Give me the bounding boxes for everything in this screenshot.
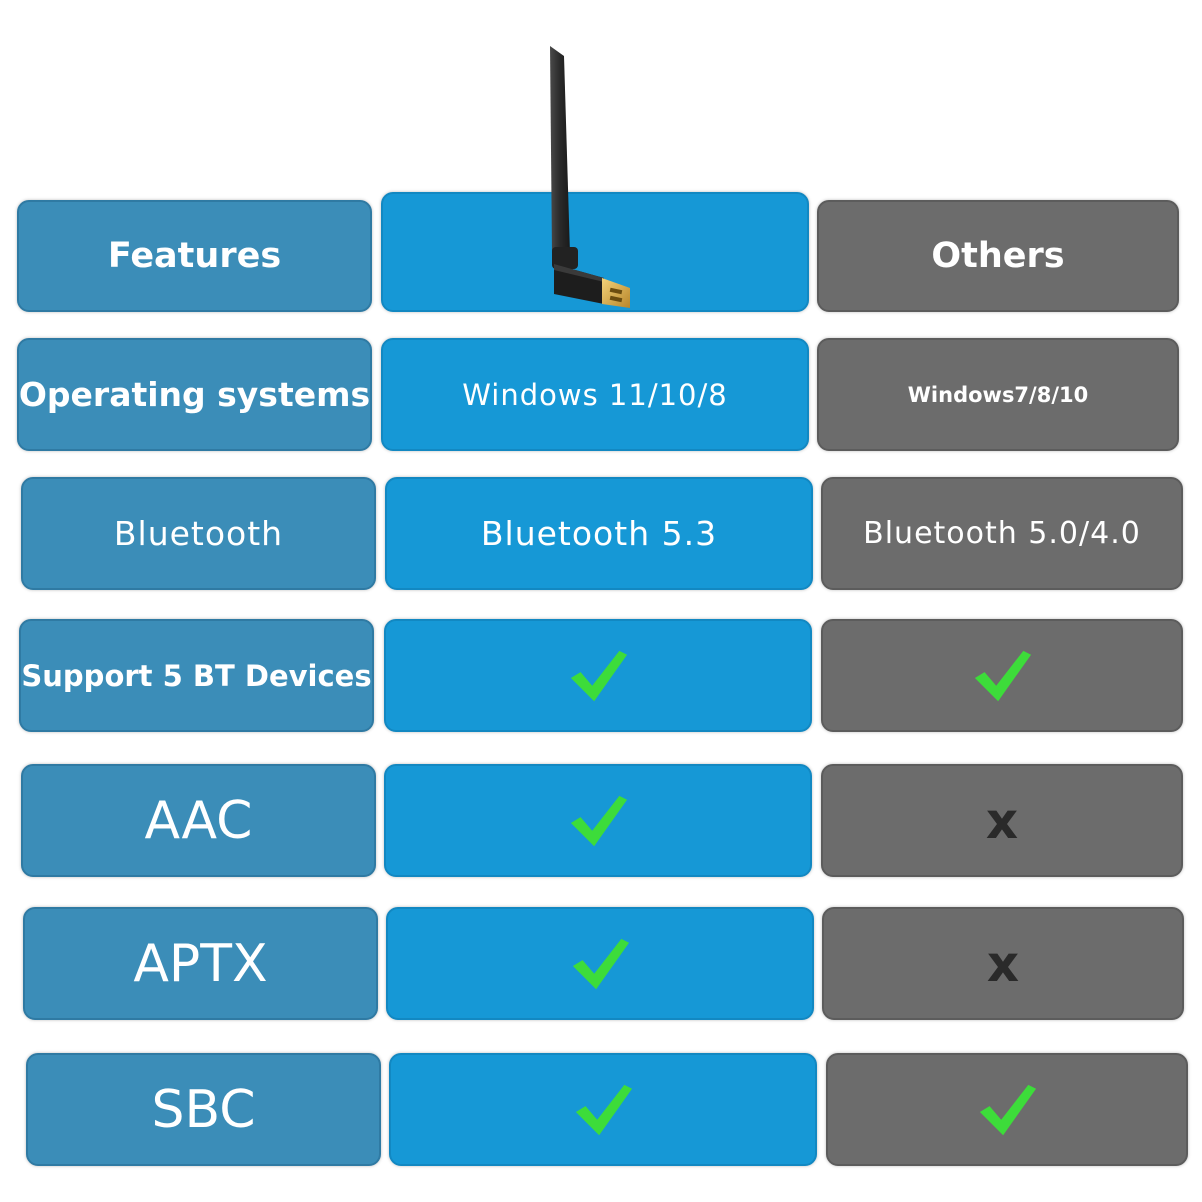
- row-aptx-others: x: [822, 907, 1184, 1020]
- row-aac-ours: [384, 764, 812, 877]
- usb-bluetooth-adapter-image: [550, 46, 630, 308]
- value-label: Bluetooth 5.3: [480, 514, 718, 553]
- check-icon: [974, 650, 1032, 701]
- x-icon: x: [985, 791, 1019, 850]
- value-label: Windows7/8/10: [907, 382, 1089, 407]
- row-sbc-others: [826, 1053, 1188, 1166]
- check-icon: [572, 938, 630, 989]
- feature-label: AAC: [144, 790, 253, 851]
- check-icon: [570, 650, 628, 701]
- value-label: Windows 11/10/8: [462, 377, 728, 412]
- value-label: Bluetooth 5.0/4.0: [863, 516, 1141, 551]
- features-header: Features: [17, 200, 372, 312]
- row-aptx-ours: [386, 907, 814, 1020]
- row-operating-systems-feature: Operating systems: [17, 338, 372, 451]
- feature-label: APTX: [133, 933, 268, 994]
- row-bluetooth-others: Bluetooth 5.0/4.0: [821, 477, 1183, 590]
- row-support-devices-others: [821, 619, 1183, 732]
- features-header-label: Features: [107, 236, 282, 276]
- check-icon: [575, 1084, 633, 1135]
- row-aac-feature: AAC: [21, 764, 376, 877]
- row-bluetooth-feature: Bluetooth: [21, 477, 376, 590]
- row-sbc-feature: SBC: [26, 1053, 381, 1166]
- feature-label: Support 5 BT Devices: [21, 658, 372, 693]
- row-support-devices-ours: [384, 619, 812, 732]
- row-operating-systems-others: Windows7/8/10: [817, 338, 1179, 451]
- feature-label: Bluetooth: [113, 514, 284, 553]
- row-aac-others: x: [821, 764, 1183, 877]
- check-icon: [570, 795, 628, 846]
- row-operating-systems-ours: Windows 11/10/8: [381, 338, 809, 451]
- x-icon: x: [986, 934, 1020, 993]
- row-support-devices-feature: Support 5 BT Devices: [19, 619, 374, 732]
- row-aptx-feature: APTX: [23, 907, 378, 1020]
- check-icon: [979, 1084, 1037, 1135]
- feature-label: Operating systems: [18, 375, 371, 414]
- others-header: Others: [817, 200, 1179, 312]
- others-header-label: Others: [931, 236, 1065, 276]
- row-sbc-ours: [389, 1053, 817, 1166]
- row-bluetooth-ours: Bluetooth 5.3: [385, 477, 813, 590]
- feature-label: SBC: [151, 1079, 256, 1140]
